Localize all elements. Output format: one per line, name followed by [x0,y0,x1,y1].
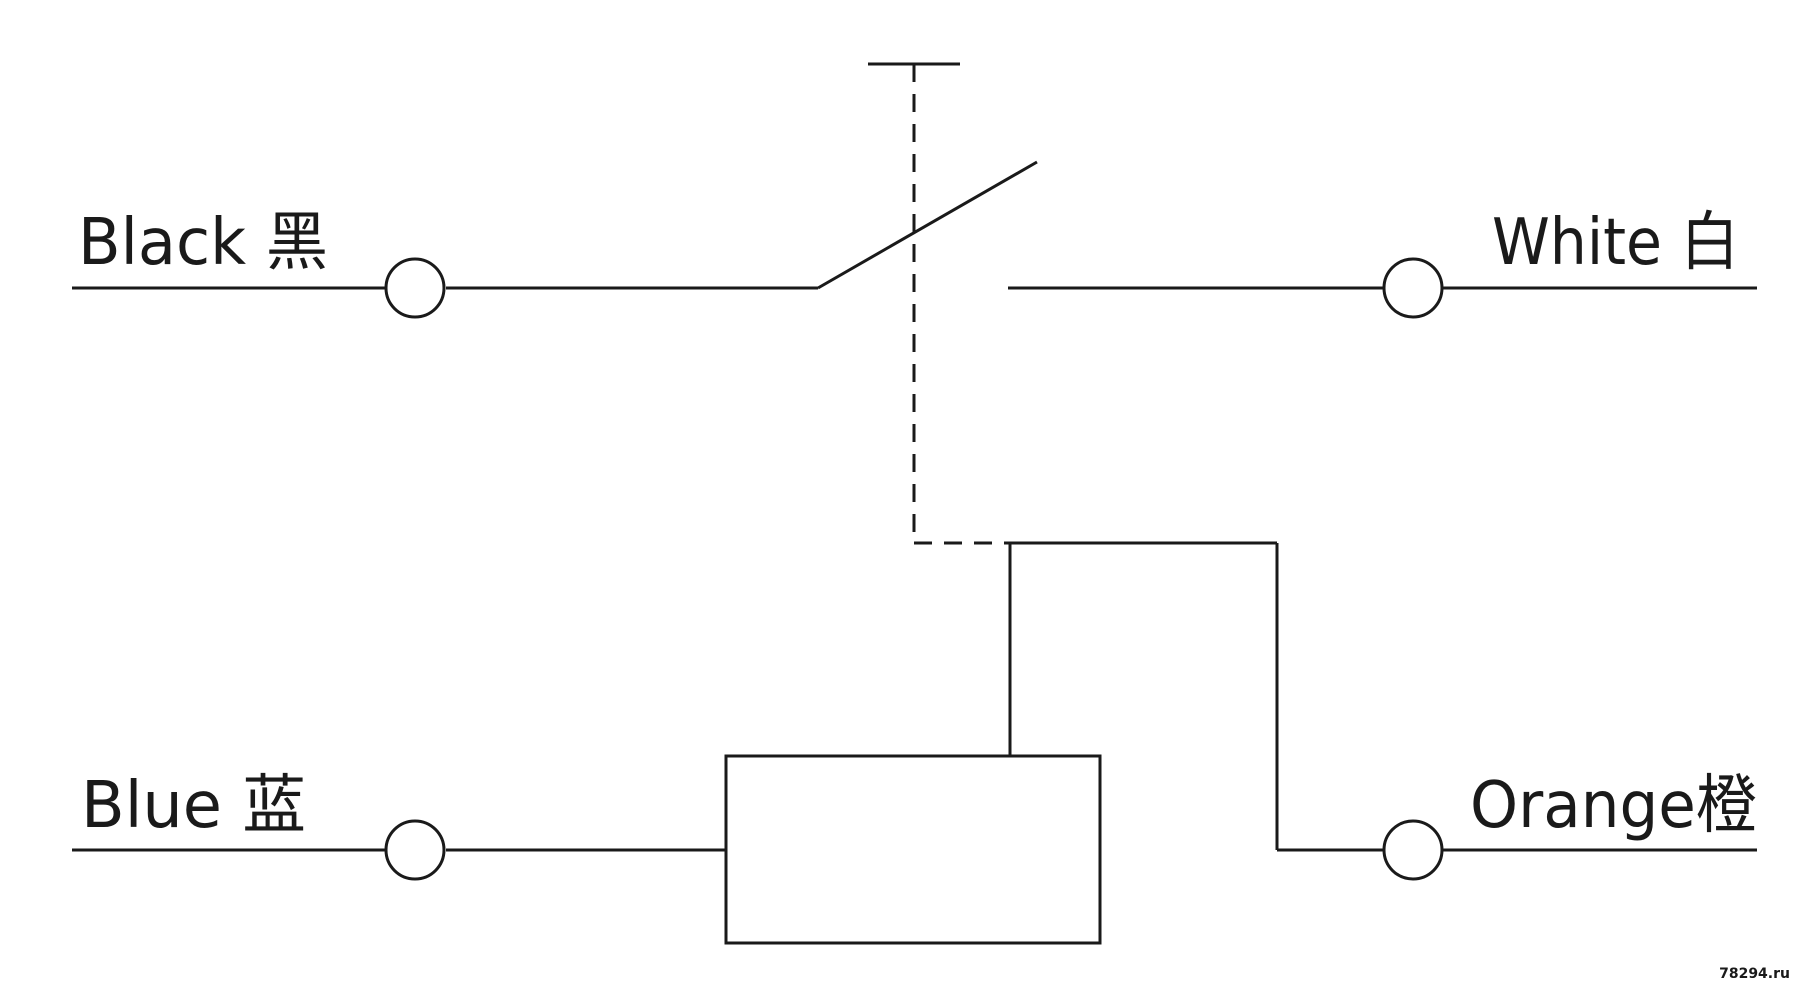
label-blue: Blue 蓝 [81,769,306,843]
switch-blade [817,160,1038,290]
label-white: White 白 [1492,206,1739,280]
terminal-blue [384,819,446,881]
label-orange: Orange橙 [1470,769,1757,843]
watermark-text: 78294.ru [1719,966,1790,982]
terminal-black [384,257,446,319]
relay-coil-box [724,754,1102,945]
terminal-white [1382,257,1444,319]
label-black: Black 黑 [78,206,328,280]
terminal-orange [1382,819,1444,881]
